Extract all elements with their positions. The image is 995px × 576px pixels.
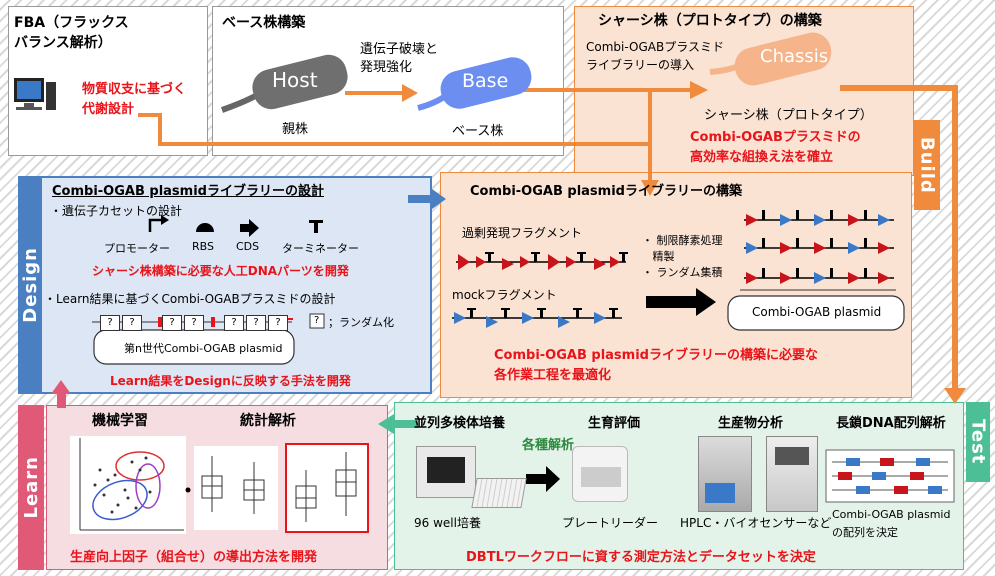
fba-title-line1: FBA（フラックス	[14, 15, 129, 31]
design-title: Combi-OGAB plasmidライブラリーの設計	[52, 184, 324, 199]
test-culture-title: 並列多検体培養	[414, 416, 506, 431]
build-step3: ・ ランダム集積	[642, 266, 723, 279]
fba-desc-line2: 代謝設計	[82, 102, 135, 117]
learn-result: 生産向上因子（組合せ）の導出方法を開発	[70, 550, 318, 565]
assembled-fragments	[744, 210, 894, 284]
build-box	[440, 172, 912, 398]
chassis-intro-line1: Combi-OGABプラスミド	[586, 40, 724, 54]
part-promoter: プロモーター	[104, 242, 170, 255]
base-arrow-line1: 遺伝子破壊と	[360, 42, 439, 57]
build-title: Combi-OGAB plasmidライブラリーの構築	[470, 184, 742, 199]
build-result-line1: Combi-OGAB plasmidライブラリーの構築に必要な	[494, 348, 818, 363]
build-phase-label: Build	[914, 120, 940, 210]
build-frag2: mockフラグメント	[452, 288, 557, 302]
design-result1: シャーシ株構築に必要な人工DNAパーツを開発	[92, 264, 349, 278]
design-slot-row: ? ? ? ? ? ? ?	[100, 315, 288, 331]
incubator-image	[416, 446, 476, 498]
fba-title-line2: バランス解析）	[14, 35, 112, 51]
random-slot: ?	[246, 315, 266, 331]
test-result: DBTLワークフローに資する測定方法とデータセットを決定	[466, 550, 816, 565]
learn-ml-title: 機械学習	[92, 413, 148, 429]
chassis-intro-line2: ライブラリーの導入	[586, 58, 695, 72]
mock-fragments	[452, 308, 622, 328]
overexpression-fragments	[456, 252, 628, 270]
design-bullet2: ・Learn結果に基づくCombi-OGABプラスミドの設計	[44, 292, 336, 306]
learn-stats-title: 統計解析	[240, 413, 296, 429]
test-sequencing-title: 長鎖DNA配列解析	[836, 416, 946, 431]
step-text: ランダム集積	[656, 266, 723, 279]
test-caption4-line1: Combi-OGAB plasmid	[832, 508, 951, 521]
random-slot: ?	[162, 315, 182, 331]
96-well-plate-image	[471, 478, 527, 508]
test-caption2: プレートリーダー	[562, 516, 659, 530]
design-result2: Learn結果をDesignに反映する手法を開発	[110, 374, 351, 388]
test-caption4-line2: の配列を決定	[832, 526, 898, 539]
design-bullet1: ・遺伝子カセットの設計	[50, 204, 183, 218]
build-result-line2: 各作業工程を最適化	[494, 368, 612, 383]
chassis-caption: シャーシ株（プロトタイプ）	[704, 108, 873, 123]
test-caption1: 96 well培養	[414, 516, 481, 530]
test-phase-label: Test	[966, 402, 990, 482]
test-caption3: HPLC・バイオセンサーなど	[680, 516, 832, 530]
base-arrow-line2: 発現強化	[360, 60, 413, 75]
base-cell-label: Base	[462, 70, 509, 92]
step-text: 精製	[652, 250, 675, 263]
build-step1: ・ 制限酵素処理	[642, 234, 723, 247]
random-slot: ?	[268, 315, 288, 331]
build-frag1: 過剰発現フラグメント	[462, 226, 583, 240]
build-plasmid-label: Combi-OGAB plasmid	[752, 305, 882, 319]
design-plasmid-label: 第n世代Combi-OGAB plasmid	[124, 342, 283, 355]
learn-phase-label: Learn	[18, 405, 44, 570]
chassis-result-line1: Combi-OGABプラスミドの	[690, 130, 861, 145]
hplc-image	[698, 436, 752, 512]
chassis-title: シャーシ株（プロトタイプ）の構築	[598, 13, 822, 29]
base-caption: ベース株	[452, 124, 504, 139]
step-text: 制限酵素処理	[656, 234, 723, 247]
design-phase-label: Design	[18, 176, 42, 394]
chassis-cell-label: Chassis	[760, 46, 829, 67]
legend-mark: ?	[314, 315, 320, 326]
host-caption: 親株	[282, 122, 309, 137]
part-rbs: RBS	[192, 240, 214, 253]
host-cell-label: Host	[272, 68, 318, 92]
fba-desc-line1: 物質収支に基づく	[82, 82, 187, 97]
test-analysis-label: 各種解析	[522, 438, 575, 453]
flow-arrow-to-test	[840, 85, 958, 388]
test-growth-title: 生育評価	[588, 416, 641, 431]
random-slot: ?	[100, 315, 120, 331]
build-step2: 精製	[642, 248, 675, 264]
plate-reader-image	[572, 446, 628, 502]
random-slot: ?	[122, 315, 142, 331]
part-terminator: ターミネーター	[282, 242, 359, 255]
chassis-result-line2: 高効率な組換え法を確立	[690, 150, 834, 165]
random-slot: ?	[184, 315, 204, 331]
part-cds: CDS	[236, 240, 260, 253]
random-slot: ?	[224, 315, 244, 331]
legend-text: ；ランダム化	[328, 316, 394, 329]
base-title: ベース株構築	[222, 15, 306, 31]
flow-arrow-fba-to-build	[138, 90, 652, 146]
biosensor-image	[766, 436, 818, 512]
test-product-title: 生産物分析	[718, 416, 784, 431]
